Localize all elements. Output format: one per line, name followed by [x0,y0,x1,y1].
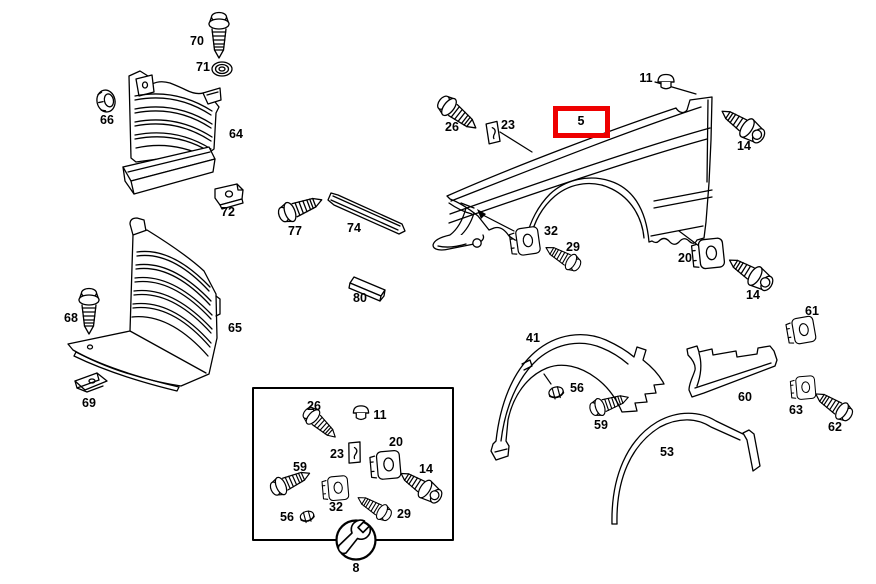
part-callout-72[interactable]: 72 [221,204,235,219]
part-66-clipnut-drawing [94,87,118,115]
part-callout-60[interactable]: 60 [738,389,752,404]
part-callout-5[interactable]: 5 [577,113,585,128]
part-64-panel-drawing [122,70,222,195]
part-80-strip-drawing [348,276,386,302]
part-60-flap-drawing [686,345,778,398]
part-callout-26[interactable]: 26 [445,119,459,134]
kit-11-plug-drawing [352,405,370,421]
part-callout-61[interactable]: 61 [805,303,819,318]
part-callout-62[interactable]: 62 [828,419,842,434]
part-callout-74[interactable]: 74 [347,220,361,235]
kit-symbol [335,519,377,561]
part-callout-kit-11[interactable]: 11 [373,407,387,422]
part-63-clip-drawing [789,374,817,401]
kit-23-plate-drawing [346,440,363,465]
part-callout-kit-14[interactable]: 14 [419,461,433,476]
part-65-panel-drawing [67,217,221,392]
part-callout-77[interactable]: 77 [288,223,302,238]
part-callout-14-lower[interactable]: 14 [746,287,760,302]
part-74-rail-drawing [327,192,406,235]
part-5-fender-drawing [432,96,713,251]
part-callout-kit-23[interactable]: 23 [330,446,344,461]
part-callout-kit-59[interactable]: 59 [293,459,307,474]
part-callout-56[interactable]: 56 [570,380,584,395]
part-callout-71[interactable]: 71 [196,59,210,74]
part-callout-kit-32[interactable]: 32 [329,499,343,514]
part-callout-68[interactable]: 68 [64,310,78,325]
part-69-clip-drawing [74,372,108,393]
part-23-plate-drawing [485,120,501,145]
part-20-bracket-drawing [690,237,726,271]
part-callout-kit-56[interactable]: 56 [280,509,294,524]
part-callout-69[interactable]: 69 [82,395,96,410]
part-callout-63[interactable]: 63 [789,402,803,417]
part-callout-29[interactable]: 29 [566,239,580,254]
part-56-nut-drawing [547,384,566,401]
part-callout-kit-20[interactable]: 20 [389,434,403,449]
part-callout-kit-29[interactable]: 29 [397,506,411,521]
part-41-liner-drawing [490,334,665,461]
part-callout-32[interactable]: 32 [544,223,558,238]
part-72-bracket-drawing [214,183,244,210]
part-callout-14-upper[interactable]: 14 [737,138,751,153]
part-callout-53[interactable]: 53 [660,444,674,459]
part-callout-11[interactable]: 11 [639,70,653,85]
part-11-plug-drawing [657,73,675,90]
wrench-icon [337,519,372,555]
part-77-screw-drawing [275,189,326,227]
part-callout-41[interactable]: 41 [526,330,540,345]
part-53-arch-trim-drawing [611,412,761,525]
part-callout-80[interactable]: 80 [353,290,367,305]
part-62-screw-drawing [810,385,857,426]
part-71-washer-drawing [211,61,233,77]
part-70-screw-drawing [208,11,230,59]
part-callout-66[interactable]: 66 [100,112,114,127]
part-callout-8[interactable]: 8 [352,560,360,575]
part-callout-65[interactable]: 65 [228,320,242,335]
part-callout-kit-26[interactable]: 26 [307,398,321,413]
part-callout-70[interactable]: 70 [190,33,204,48]
part-callout-23[interactable]: 23 [501,117,515,132]
part-68-screw-drawing [78,287,100,335]
part-callout-64[interactable]: 64 [229,126,243,141]
selected-part-highlight[interactable] [553,106,610,138]
part-61-clip-drawing [784,315,818,347]
part-callout-20[interactable]: 20 [678,250,692,265]
part-callout-59[interactable]: 59 [594,417,608,432]
